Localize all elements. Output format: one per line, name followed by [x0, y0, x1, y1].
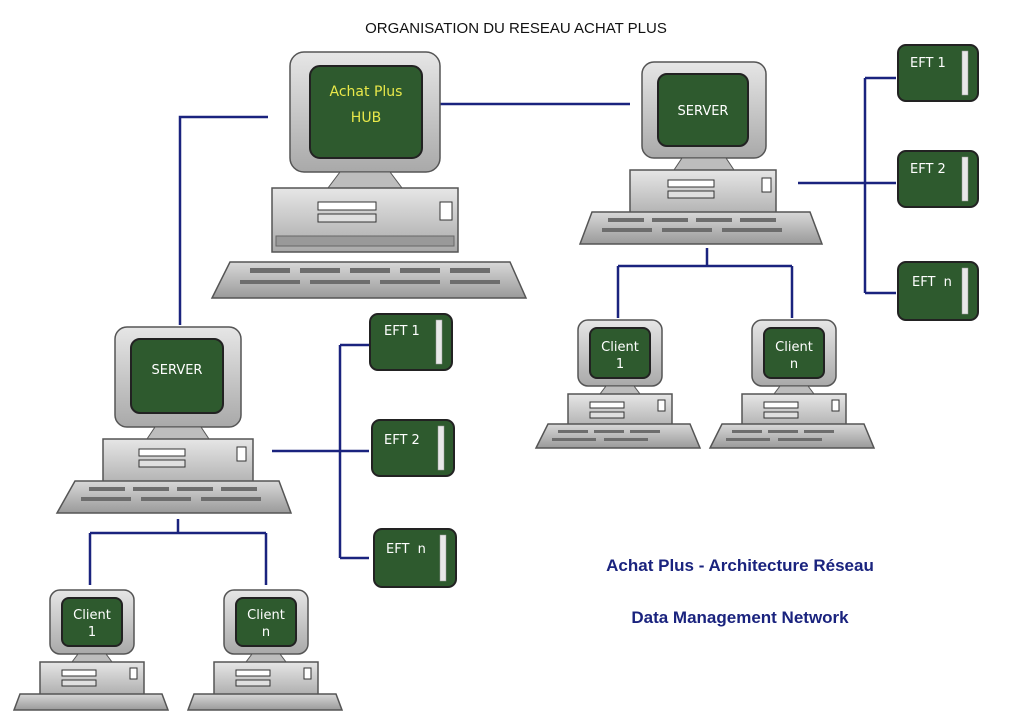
eft-left-1-label: EFT 1 — [384, 324, 420, 339]
client-left-n-line1: Client — [247, 608, 285, 623]
eft-right-2: EFT 2 — [897, 150, 979, 208]
left-server-label: SERVER — [152, 363, 203, 378]
eft-left-2-label: EFT 2 — [384, 433, 420, 448]
connector-right-server-to-efts — [798, 76, 896, 295]
connector-left-server-to-clients — [88, 519, 268, 585]
connector-right-server-to-clients — [616, 248, 794, 318]
connector-left-server-to-efts — [272, 343, 369, 560]
client-left-1-line1: Client — [73, 608, 111, 623]
hub-label-line1: Achat Plus — [330, 84, 403, 100]
eft-left-1: EFT 1 — [369, 313, 453, 371]
left-server: SERVER — [55, 326, 293, 514]
client-left-n-line2: n — [262, 625, 270, 640]
hub-screen — [309, 65, 423, 159]
eft-right-n: EFT n — [897, 261, 979, 321]
left-server-screen — [130, 338, 224, 414]
eft-left-n-label: EFT n — [386, 542, 426, 557]
eft-left-n: EFT n — [373, 528, 457, 588]
connector-hub-to-left-server — [178, 115, 268, 325]
client-left-1: Client 1 — [12, 589, 170, 711]
hub-label-line2: HUB — [351, 110, 381, 126]
right-server-label: SERVER — [678, 104, 729, 119]
client-left-1-line2: 1 — [88, 625, 96, 640]
right-server: SERVER — [578, 61, 824, 245]
client-right-n-line1: Client — [775, 340, 813, 355]
eft-right-2-label: EFT 2 — [910, 162, 946, 177]
client-right-1: Client 1 — [534, 319, 702, 449]
client-right-n: Client n — [708, 319, 876, 449]
eft-right-n-label: EFT n — [912, 275, 952, 290]
eft-right-1: EFT 1 — [897, 44, 979, 102]
eft-right-1-label: EFT 1 — [910, 56, 946, 71]
right-server-screen — [657, 73, 749, 147]
caption-network: Data Management Network — [631, 608, 849, 627]
hub-computer: Achat Plus HUB — [210, 51, 528, 299]
client-left-n: Client n — [186, 589, 344, 711]
client-right-n-line2: n — [790, 357, 798, 372]
eft-left-2: EFT 2 — [371, 419, 455, 477]
client-right-1-line1: Client — [601, 340, 639, 355]
connectors — [88, 76, 896, 585]
client-right-1-line2: 1 — [616, 357, 624, 372]
diagram-title: ORGANISATION DU RESEAU ACHAT PLUS — [365, 20, 667, 37]
caption-architecture: Achat Plus - Architecture Réseau — [606, 556, 874, 575]
